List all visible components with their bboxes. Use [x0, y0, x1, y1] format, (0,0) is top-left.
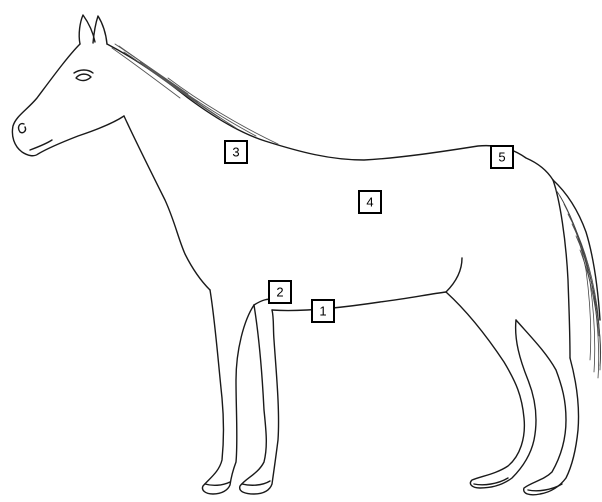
flank-line [446, 258, 462, 292]
buttock [553, 180, 570, 358]
marker-1-label: 1 [319, 304, 326, 319]
marker-4: 4 [359, 191, 381, 213]
marker-4-label: 4 [366, 195, 373, 210]
hind-near-leg [446, 292, 536, 488]
marker-5-label: 5 [498, 150, 505, 165]
front-far-hoof [242, 481, 270, 485]
belly [272, 292, 446, 311]
front-far-leg [240, 305, 279, 494]
hind-far-leg [516, 320, 579, 495]
nostril [19, 124, 26, 133]
throat-chest [124, 116, 210, 290]
marker-3-label: 3 [232, 145, 239, 160]
marker-3: 3 [225, 141, 247, 163]
marker-1: 1 [312, 300, 334, 322]
front-near-leg [202, 290, 254, 494]
horse-outline [12, 15, 578, 495]
head-outline [12, 44, 124, 156]
eye [76, 74, 91, 80]
mane [112, 44, 278, 144]
marker-2: 2 [269, 281, 291, 303]
marker-2-label: 2 [276, 285, 283, 300]
topline [107, 44, 553, 180]
front-near-hoof [205, 482, 230, 485]
marker-5: 5 [491, 146, 513, 168]
eye-brow [74, 70, 93, 73]
